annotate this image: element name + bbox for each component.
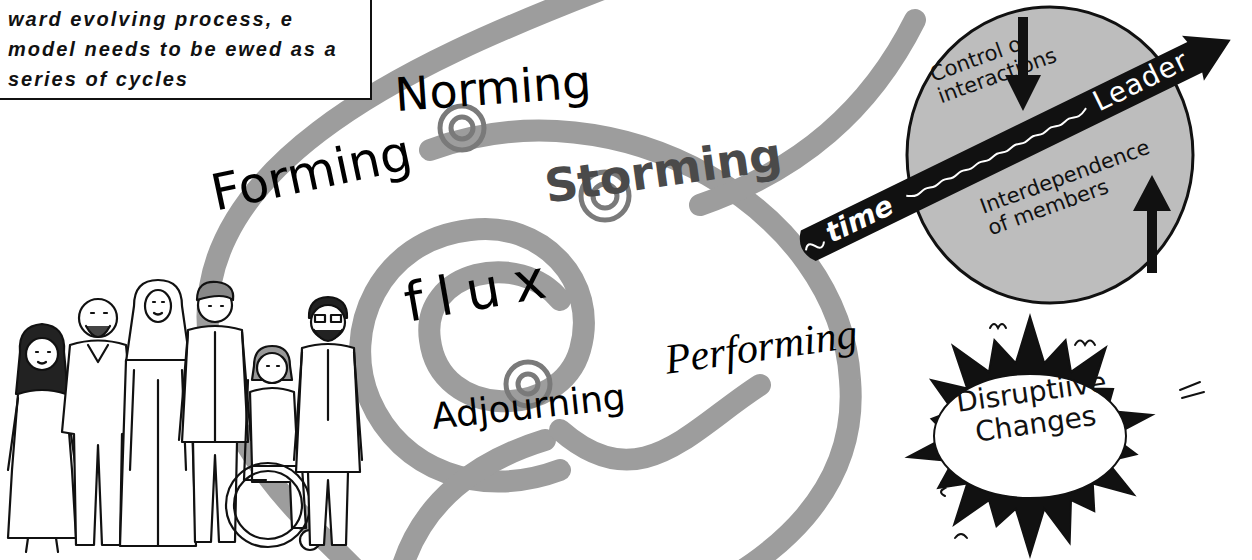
squiggle (990, 324, 1006, 328)
swirl-line (400, 440, 545, 560)
wheel (226, 463, 310, 547)
node-text: ward evolving process, e model needs to … (8, 4, 364, 94)
jacket-lines (179, 332, 251, 442)
person-figure (8, 324, 76, 552)
squiggle (955, 534, 967, 538)
head (257, 353, 287, 383)
person-figure (294, 297, 362, 545)
glasses (331, 315, 341, 322)
glasses (315, 315, 325, 322)
person-figure (179, 282, 251, 542)
robe-folds (130, 370, 186, 546)
people-group (8, 280, 362, 552)
hijab (126, 280, 190, 362)
diagram-node: Disruptiive Changes (900, 312, 1160, 560)
face (153, 302, 164, 315)
face (267, 365, 279, 367)
collar (88, 345, 108, 362)
diagram-node: ward evolving process, e model needs to … (0, 0, 372, 100)
note-box (0, 0, 371, 99)
node-text: time (820, 181, 916, 251)
burst-shape (908, 316, 1152, 555)
trousers (308, 472, 348, 545)
tunic-lines (294, 350, 362, 460)
squiggle (1180, 382, 1204, 398)
up-arrow (1133, 175, 1171, 273)
hair (197, 282, 233, 300)
hair (16, 324, 68, 394)
trend-circle (907, 7, 1193, 303)
tilde-mark (804, 238, 825, 254)
trousers (193, 442, 237, 542)
wavy-line (906, 108, 1088, 199)
head (79, 299, 117, 337)
torso (250, 388, 298, 468)
stage-label: Performing (662, 309, 860, 383)
head (145, 290, 171, 322)
beard (314, 330, 342, 341)
face (209, 305, 223, 307)
face (36, 352, 50, 364)
wheel-rim (234, 471, 302, 539)
head (26, 338, 58, 370)
squiggle (1075, 341, 1095, 346)
time-arrow (791, 17, 1242, 271)
beard (86, 326, 110, 337)
diagram-node: Control of interactionsInterdependence o… (905, 5, 1195, 305)
swirl-knot (451, 117, 473, 139)
stage-label: flux (400, 245, 565, 334)
face (91, 312, 107, 314)
